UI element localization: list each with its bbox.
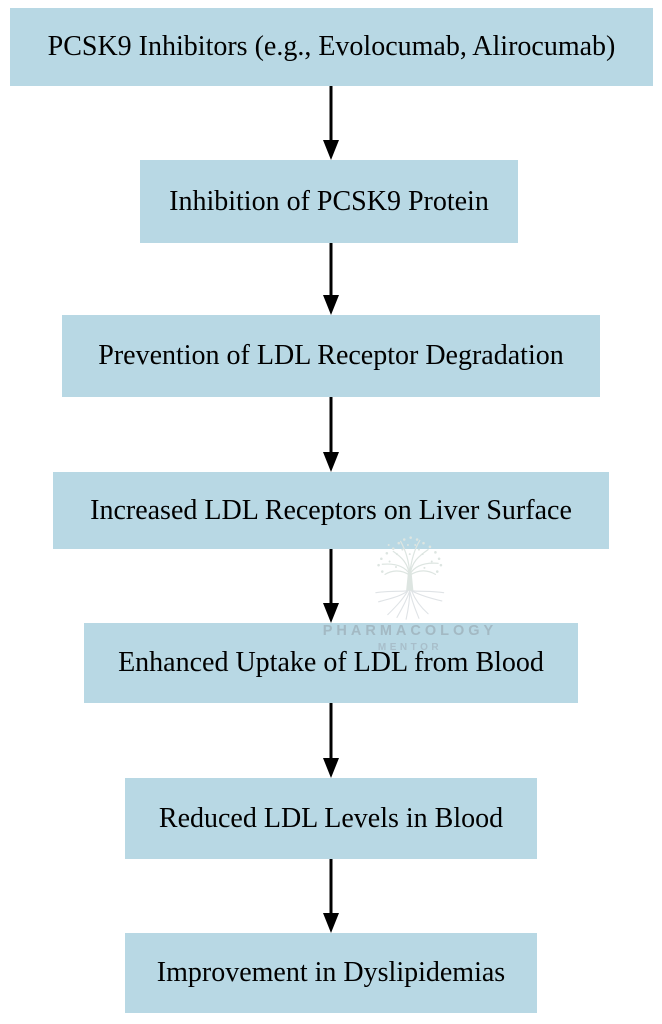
flow-step-label: Prevention of LDL Receptor Degradation <box>98 340 564 371</box>
flow-step-label: Increased LDL Receptors on Liver Surface <box>90 494 572 526</box>
down-arrow <box>323 859 339 933</box>
flow-step-label: PCSK9 Inhibitors (e.g., Evolocumab, Alir… <box>47 31 616 62</box>
arrow-head <box>323 295 339 315</box>
arrow-shaft <box>329 703 333 758</box>
flow-step-increased-ldl-receptors: Increased LDL Receptors on Liver Surface <box>53 472 609 549</box>
flow-step-label: Reduced LDL Levels in Blood <box>158 802 504 834</box>
flow-step-reduced-ldl-levels: Reduced LDL Levels in Blood <box>125 778 537 859</box>
flow-step-improvement-dyslipidemias: Improvement in Dyslipidemias <box>125 933 537 1013</box>
down-arrow <box>323 397 339 472</box>
arrow-head <box>323 758 339 778</box>
down-arrow <box>323 86 339 160</box>
flow-step-label: Inhibition of PCSK9 Protein <box>169 185 489 217</box>
flow-step-inhibition-pcsk9: Inhibition of PCSK9 Protein <box>140 160 518 243</box>
arrow-shaft <box>329 243 333 295</box>
down-arrow <box>323 549 339 623</box>
flow-step-label: Enhanced Uptake of LDL from Blood <box>118 647 544 678</box>
flow-step-pcsk9-inhibitors: PCSK9 Inhibitors (e.g., Evolocumab, Alir… <box>10 8 653 86</box>
down-arrow <box>323 703 339 778</box>
arrow-head <box>323 913 339 933</box>
down-arrow <box>323 243 339 315</box>
arrow-shaft <box>329 549 333 603</box>
arrow-shaft <box>329 86 333 140</box>
flow-step-label: Improvement in Dyslipidemias <box>156 957 506 988</box>
arrow-head <box>323 452 339 472</box>
arrow-shaft <box>329 397 333 452</box>
arrow-head <box>323 140 339 160</box>
flow-step-prevent-ldl-receptor-degradation: Prevention of LDL Receptor Degradation <box>62 315 600 397</box>
arrow-head <box>323 603 339 623</box>
arrow-shaft <box>329 859 333 913</box>
flow-step-enhanced-ldl-uptake: Enhanced Uptake of LDL from Blood <box>84 623 578 703</box>
